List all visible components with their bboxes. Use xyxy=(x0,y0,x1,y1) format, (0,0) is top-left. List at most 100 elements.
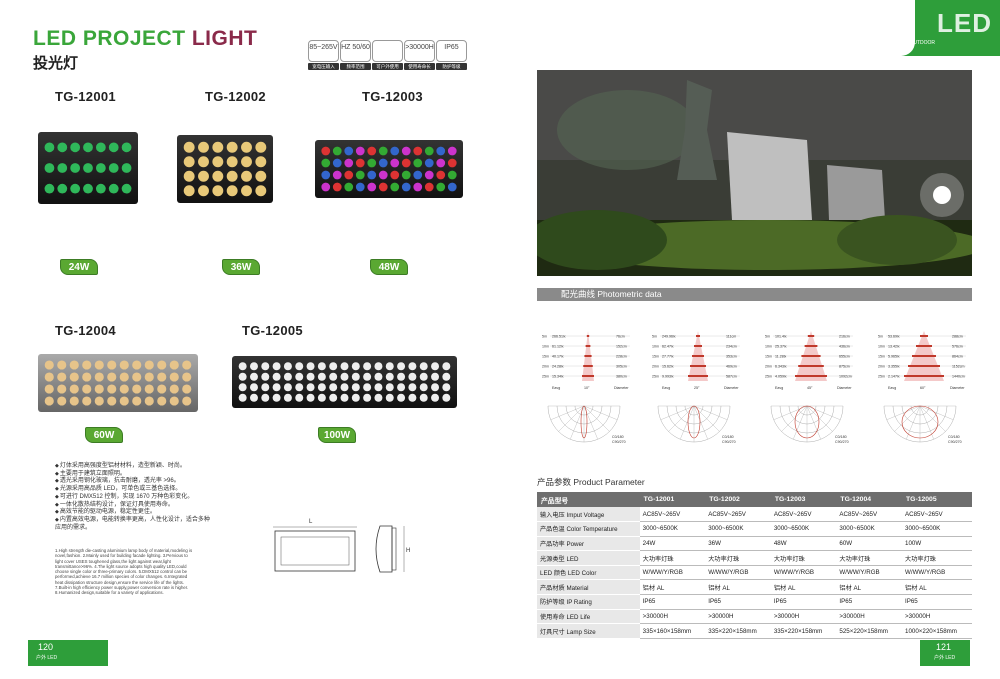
param-table-cell: 3000~6500K xyxy=(902,521,972,537)
led-bead xyxy=(431,362,440,371)
led-bead xyxy=(69,372,79,382)
beam-level xyxy=(904,375,944,377)
diameter-label: 469cm xyxy=(726,365,737,369)
led-bead xyxy=(351,372,360,381)
led-bead xyxy=(169,396,179,406)
beam-level xyxy=(582,375,594,377)
distance-label: 5m xyxy=(542,335,547,339)
led-bead xyxy=(385,362,394,371)
param-table-cell: 1000×220×158mm xyxy=(902,623,972,639)
led-bead xyxy=(295,383,304,392)
led-bead xyxy=(419,362,428,371)
param-table-cell: 产品色温 Color Temperature xyxy=(537,521,640,537)
product-watt-badge-3: 60W xyxy=(85,427,123,443)
diameter-label: 152cm xyxy=(616,345,627,349)
led-bead xyxy=(351,383,360,392)
lux-label: 15.62lx xyxy=(662,365,674,369)
led-bead xyxy=(238,372,247,381)
led-bead xyxy=(332,182,342,192)
led-bead xyxy=(351,362,360,371)
diameter-label: 1092cm xyxy=(839,375,852,379)
led-bead xyxy=(317,383,326,392)
param-table-header-cell: 产品型号 xyxy=(537,492,640,507)
led-bead xyxy=(431,372,440,381)
led-bead xyxy=(82,384,92,394)
led-bead xyxy=(283,383,292,392)
led-bead xyxy=(94,384,104,394)
param-table-cell: W/WW/Y/RGB xyxy=(836,565,903,581)
distance-label: 5m xyxy=(652,335,657,339)
diameter-label: 111cm xyxy=(726,335,736,339)
led-bead xyxy=(212,170,224,182)
led-bead xyxy=(295,393,304,402)
led-bead xyxy=(413,170,423,180)
lux-label: 11.28lx xyxy=(775,355,787,359)
led-bead xyxy=(108,163,119,173)
led-bead xyxy=(183,156,195,168)
led-bead xyxy=(241,141,252,153)
param-table-header-cell: TG-12002 xyxy=(705,492,771,507)
beam-level xyxy=(692,355,704,357)
led-bead xyxy=(144,384,154,394)
feature-item: 主要用于建筑立面照明。 xyxy=(55,471,210,479)
led-bead xyxy=(397,383,406,392)
led-bead xyxy=(70,183,81,194)
led-bead xyxy=(408,383,417,392)
led-bead xyxy=(283,393,292,402)
polar-spoke xyxy=(693,405,708,440)
beam-level xyxy=(584,355,592,357)
led-bead xyxy=(83,142,93,153)
lux-label: 4.059lx xyxy=(775,375,787,379)
param-table-cell: 大功率灯珠 xyxy=(902,550,972,566)
diameter-label: 228cm xyxy=(616,355,627,359)
product-lamp-3 xyxy=(38,354,198,412)
led-bead xyxy=(183,185,195,197)
led-bead xyxy=(363,362,372,371)
led-bead xyxy=(121,142,132,153)
led-bead xyxy=(329,362,338,371)
diameter-label: 576cm xyxy=(952,345,963,349)
led-bead xyxy=(332,170,342,180)
led-bead xyxy=(261,362,270,371)
eavg-label: Eavg xyxy=(888,386,896,390)
beam-angle-label: 10° xyxy=(584,386,590,390)
led-bead xyxy=(82,360,92,370)
led-bead xyxy=(272,383,281,392)
c-plane-label: C0/180 xyxy=(612,435,624,439)
param-table-cell: 铝材 AL xyxy=(902,579,972,596)
beam-level xyxy=(916,345,932,347)
led-bead xyxy=(144,372,154,382)
installation-photo xyxy=(537,70,972,276)
led-bead xyxy=(332,158,342,168)
led-bead xyxy=(121,183,132,194)
led-bead xyxy=(401,170,411,180)
param-table-cell: 光源类型 LED xyxy=(537,550,640,566)
lux-label: 53.69lx xyxy=(888,335,900,339)
diameter-label: 76cm xyxy=(616,335,625,339)
led-bead xyxy=(83,183,93,194)
led-bead xyxy=(340,393,349,402)
polar-spoke xyxy=(583,405,610,432)
page-number-right: 121 户外 LED xyxy=(920,640,970,666)
diameter-label: 1152cm xyxy=(952,365,965,369)
led-bead xyxy=(238,393,247,402)
param-table-cell: 灯具尺寸 Lamp Size xyxy=(537,623,640,639)
param-table-cell: LED 颜色 LED Color xyxy=(537,565,640,581)
led-bead xyxy=(226,156,238,168)
product-watt-badge-0: 24W xyxy=(60,259,98,275)
param-table-cell: >30000H xyxy=(902,609,972,625)
led-bead xyxy=(82,372,92,382)
beam-level xyxy=(688,375,708,377)
param-table-header-cell: TG-12003 xyxy=(770,492,837,507)
led-bead xyxy=(212,185,224,197)
led-bead xyxy=(212,156,224,168)
led-bead xyxy=(397,393,406,402)
led-bead xyxy=(374,372,383,381)
led-bead xyxy=(385,393,394,402)
led-bead xyxy=(401,146,411,156)
photo-scene xyxy=(537,70,972,276)
polar-spoke xyxy=(886,405,921,420)
c-plane-label: C90/270 xyxy=(835,440,849,444)
